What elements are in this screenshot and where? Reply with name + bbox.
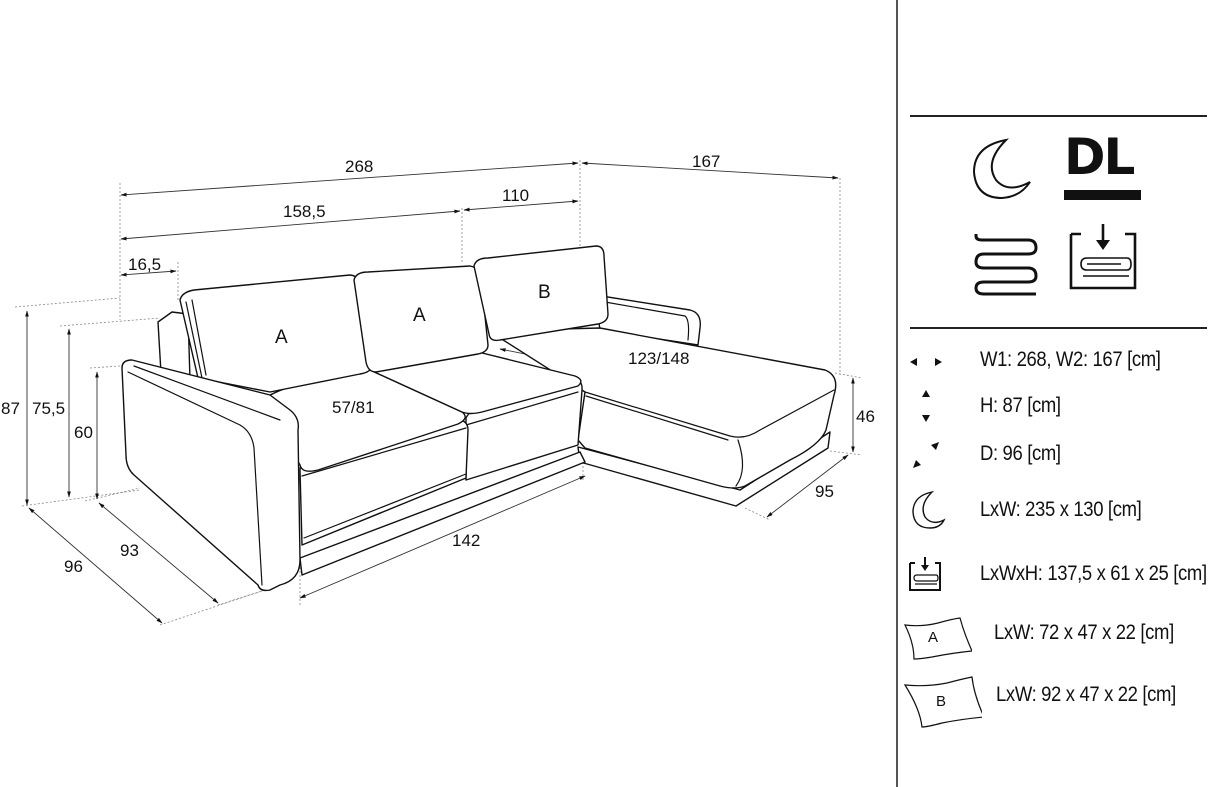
dim-height-back: 75,5 — [32, 399, 65, 418]
sleep-function-icon — [972, 138, 1031, 200]
cushion-label-a-left: A — [275, 327, 288, 348]
dim-height-arm: 60 — [74, 423, 93, 442]
dl-label: DL — [1064, 128, 1135, 186]
spec-pillow-a-text: LxW: 72 x 47 x 22 [cm] — [994, 621, 1174, 644]
divider-top — [910, 115, 1207, 117]
spec-height-text: H: 87 [cm] — [980, 394, 1061, 417]
spec-row-storage: LxWxH: 137,5 x 61 x 25 [cm] — [898, 554, 1214, 594]
pillow-a-icon — [903, 617, 972, 660]
storage-container-icon — [909, 557, 941, 591]
dim-seat-depth: 57/81 — [332, 398, 375, 417]
dim-chaise-depth: 95 — [815, 482, 834, 501]
extension-lines — [14, 160, 863, 626]
dim-total-width: 268 — [345, 157, 373, 176]
spec-row-height: H: 87 [cm] — [898, 388, 1214, 428]
sleep-function-icon — [912, 490, 946, 529]
depth-arrows-icon — [913, 442, 939, 468]
spec-storage-text: LxWxH: 137,5 x 61 x 25 [cm] — [980, 562, 1207, 585]
pillow-a-label: A — [928, 629, 939, 646]
spec-width-text: W1: 268, W2: 167 [cm] — [980, 348, 1161, 371]
spec-sleep-area-text: LxW: 235 x 130 [cm] — [980, 498, 1142, 521]
dim-chaise-length: 123/148 — [628, 349, 689, 368]
dim-depth-total: 96 — [64, 557, 83, 576]
spring-icon — [974, 234, 1038, 296]
dim-seat-width: 142 — [452, 531, 480, 550]
dim-corner-section: 110 — [502, 186, 529, 205]
cushion-label-a-middle: A — [413, 305, 426, 326]
dim-arm-width: 16,5 — [128, 255, 161, 274]
height-arrows-icon — [922, 390, 930, 422]
spec-pillow-b-text: LxW: 92 x 47 x 22 [cm] — [996, 683, 1176, 706]
dim-height-total: 87 — [1, 399, 20, 418]
sofa-dimension-drawing: A A B 268 167 158,5 110 16,5 87 75,5 60 … — [1, 152, 875, 626]
divider-middle — [910, 327, 1207, 329]
dl-mechanism-icon: DL — [1064, 132, 1142, 202]
spec-row-width: W1: 268, W2: 167 [cm] — [898, 342, 1214, 382]
dim-depth-arm: 93 — [120, 541, 139, 560]
pillow-b-label: B — [936, 693, 947, 710]
storage-container-icon — [1069, 224, 1137, 290]
spec-depth-text: D: 96 [cm] — [980, 442, 1061, 465]
dl-underline — [1064, 190, 1141, 200]
panel-divider — [896, 0, 898, 787]
dim-chaise-width: 167 — [692, 152, 720, 171]
sofa-outline — [121, 245, 837, 592]
cushion-label-b: B — [538, 282, 551, 303]
spec-row-pillow-a: A LxW: 72 x 47 x 22 [cm] — [898, 615, 1214, 665]
width-arrows-icon — [910, 358, 942, 366]
pillow-b-icon — [903, 676, 982, 728]
dim-main-section: 158,5 — [283, 202, 326, 221]
spec-row-pillow-b: B LxW: 92 x 47 x 22 [cm] — [898, 675, 1214, 731]
dim-chaise-height: 46 — [856, 407, 875, 426]
spec-panel: DL W1: 268, W2: 167 [cm] H: 87 [cm] D: 9… — [898, 0, 1214, 787]
spec-row-depth: D: 96 [cm] — [898, 436, 1214, 476]
spec-row-sleep-area: LxW: 235 x 130 [cm] — [898, 490, 1214, 530]
